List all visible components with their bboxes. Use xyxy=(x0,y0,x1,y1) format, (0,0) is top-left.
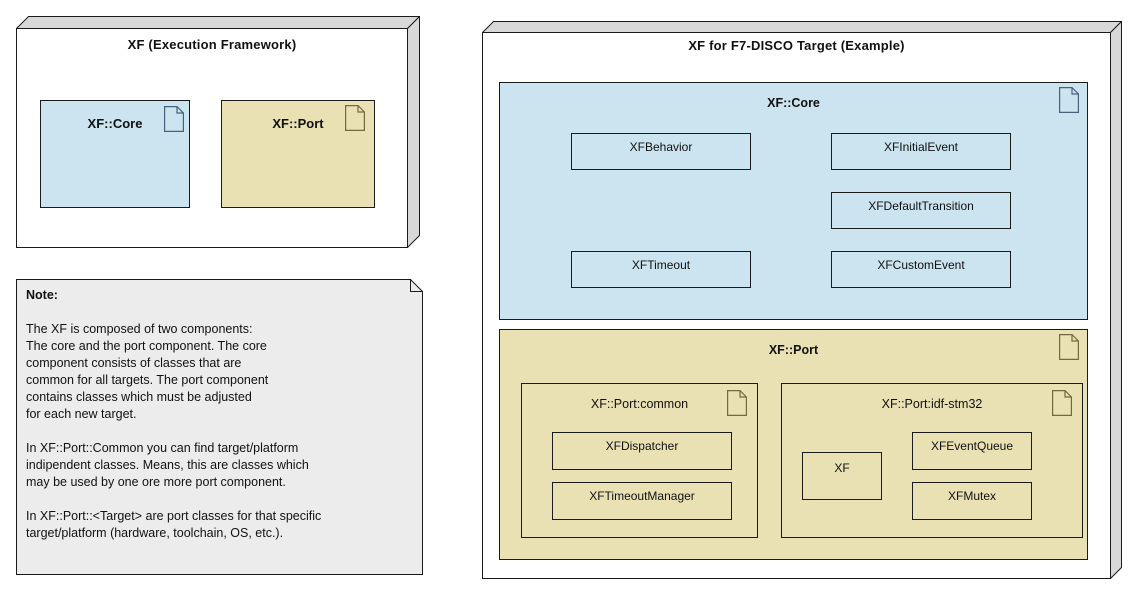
note-paragraph: In XF::Port::<Target> are port classes f… xyxy=(26,509,322,540)
class-xfcustomevent: XFCustomEvent xyxy=(831,251,1011,288)
document-icon xyxy=(164,106,184,132)
port-common-subpackage: XF::Port:common XFDispatcher XFTimeoutMa… xyxy=(521,383,758,538)
class-xfeventqueue: XFEventQueue xyxy=(912,432,1032,470)
port-idf-stm32-subpackage: XF::Port:idf-stm32 XF XFEventQueue XFMut… xyxy=(781,383,1083,538)
f7-disco-target-package: XF for F7-DISCO Target (Example) XF::Cor… xyxy=(482,21,1122,579)
class-xfinitialevent: XFInitialEvent xyxy=(831,133,1011,170)
note-annotation: Note: The XF is composed of two componen… xyxy=(16,279,423,575)
port-common-title: XF::Port:common xyxy=(590,397,689,411)
class-xfbehavior: XFBehavior xyxy=(571,133,751,170)
port-idf-stm32-title: XF::Port:idf-stm32 xyxy=(881,397,983,411)
core-package-title: XF::Core xyxy=(767,96,820,110)
port-package-title: XF::Port xyxy=(768,343,819,357)
note-heading: Note: xyxy=(26,288,58,302)
note-paragraph: In XF::Port::Common you can find target/… xyxy=(26,441,309,489)
f7-disco-target-title: XF for F7-DISCO Target (Example) xyxy=(688,38,905,53)
component-xf-core: XF::Core xyxy=(40,100,190,208)
note-paragraph: The XF is composed of two components: Th… xyxy=(26,322,269,421)
core-package: XF::Core XFBehavior XFInitialEvent XFDef… xyxy=(499,82,1088,320)
class-xfdispatcher: XFDispatcher xyxy=(552,432,732,470)
document-icon xyxy=(1052,390,1072,416)
note-content: Note: The XF is composed of two componen… xyxy=(26,287,409,559)
class-xftimeout: XFTimeout xyxy=(571,251,751,288)
component-xf-port: XF::Port xyxy=(221,100,375,208)
class-xf: XF xyxy=(802,452,882,500)
note-shape-outline xyxy=(16,279,423,575)
class-xfdefaulttransition: XFDefaultTransition xyxy=(831,192,1011,229)
execution-framework-title: XF (Execution Framework) xyxy=(127,37,297,52)
component-xf-port-label: XF::Port xyxy=(272,116,324,131)
class-xfmutex: XFMutex xyxy=(912,482,1032,520)
document-icon xyxy=(345,105,365,131)
document-icon xyxy=(727,390,747,416)
document-icon xyxy=(1059,87,1079,113)
execution-framework-package: XF (Execution Framework) XF::Core XF::Po… xyxy=(16,16,420,248)
class-xftimeoutmanager: XFTimeoutManager xyxy=(552,482,732,520)
port-package: XF::Port XF::Port:common XFDispatcher XF… xyxy=(499,329,1088,560)
document-icon xyxy=(1059,334,1079,360)
component-xf-core-label: XF::Core xyxy=(87,116,143,131)
